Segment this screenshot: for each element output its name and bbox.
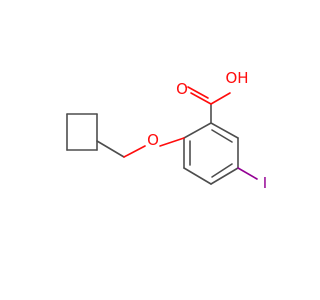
bond-ring-to-iodine [237, 167, 258, 180]
molecule-diagram: O OH O I [66, 69, 267, 192]
bond-ring-1 [183, 122, 212, 139]
bond-carboxyl-oh [210, 92, 231, 105]
bond-ring-to-ether [159, 137, 185, 147]
bond-carbonyl-double-2 [187, 86, 209, 99]
iodine-label: I [263, 174, 267, 192]
bond-ether-to-ch2 [123, 145, 146, 158]
bond-ring-double-b [211, 163, 233, 178]
bond-ring-4 [210, 167, 239, 185]
hydroxyl-label: OH [225, 69, 248, 87]
ether-oxygen-label: O [147, 131, 159, 149]
heteroatom-bonds [123, 86, 258, 180]
atom-labels: O OH O I [147, 69, 267, 192]
bond-ring-double-a [211, 129, 233, 143]
carbon-skeleton [66, 103, 239, 185]
bond-carbonyl-double-1 [190, 92, 212, 105]
bond-ring-5 [183, 167, 212, 185]
carbonyl-oxygen-label: O [176, 80, 188, 98]
bond-ch2-to-cyclobutyl [96, 140, 125, 158]
bond-ring-2 [210, 122, 239, 139]
